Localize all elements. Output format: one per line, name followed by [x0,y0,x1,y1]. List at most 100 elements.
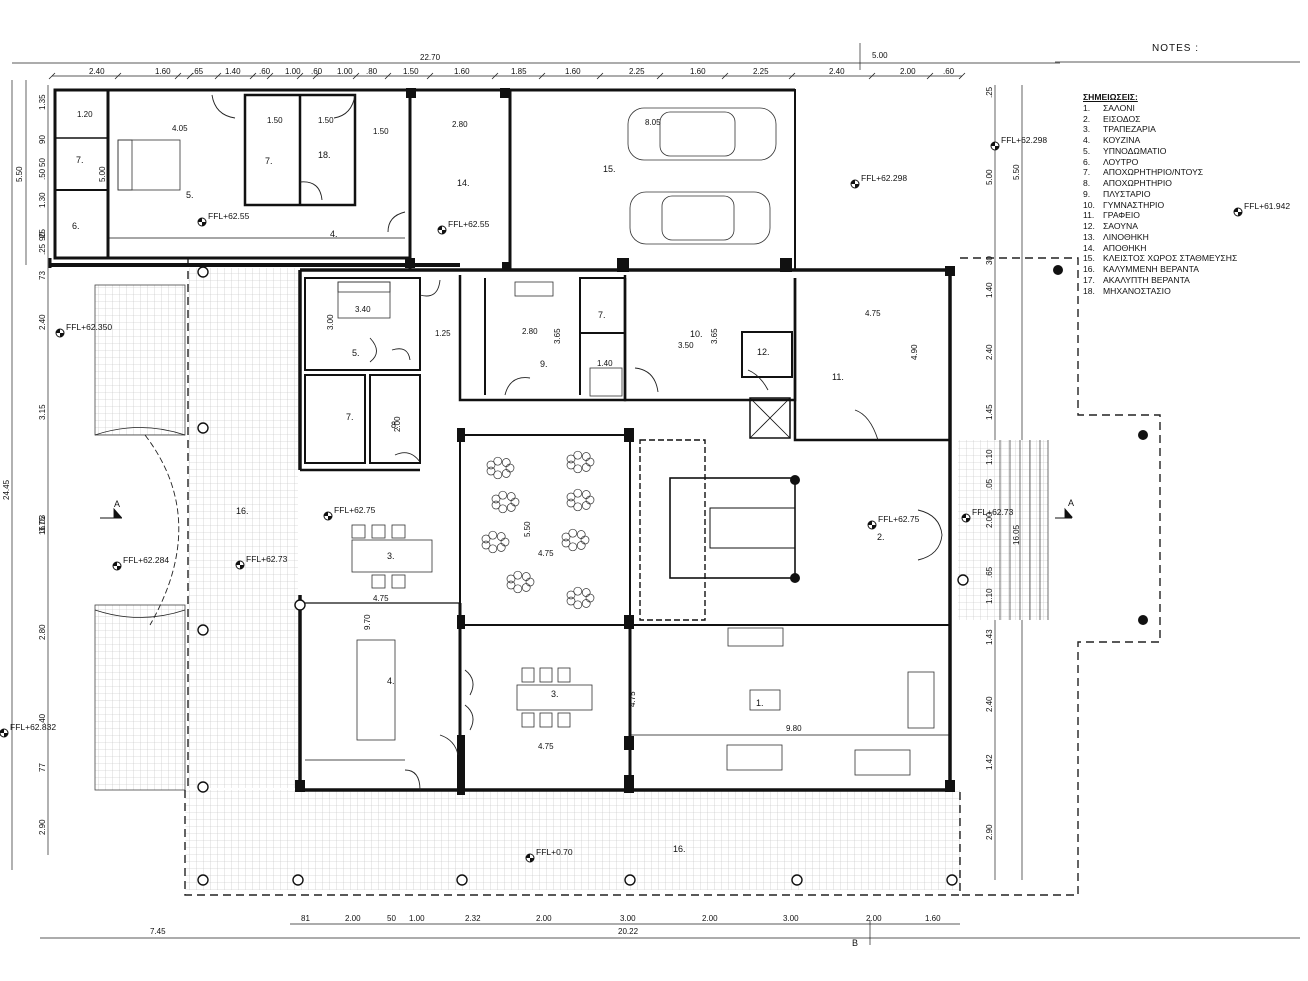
legend-item: 6.ΛΟΥΤΡΟ [1083,157,1237,168]
dim-tick [312,72,320,80]
legend-item-number: 17. [1083,274,1095,285]
bottom-right-total: 20.22 [618,927,639,936]
legend-item-number: 16. [1083,264,1095,274]
ffl-symbol-fill [56,329,64,337]
plant-shape [493,470,503,480]
plant-shape [561,538,571,548]
plant-shape [506,492,516,501]
legend-item: 15.ΚΛΕΙΣΤΟΣ ΧΩΡΟΣ ΣΤΑΘΜΕΥΣΗΣ [1083,253,1237,264]
top-segment-dim: 1.50 [403,67,419,76]
dim-tick [538,72,546,80]
dim-tick [384,72,392,80]
legend-item-text: ΣΑΛΟΝΙ [1103,102,1135,113]
legend-item-number: 4. [1083,135,1091,145]
plant-shape [506,503,516,512]
dim-tick [656,72,664,80]
room-number: 2. [877,532,885,542]
plant-shape [506,574,516,584]
right-inner-dim: 30 [985,256,994,265]
legend-item-text: ΜΗΧΑΝΟΣΤΑΣΙΟ [1103,285,1171,296]
left-inner-dim: .40 [38,713,47,725]
room-dim: 9.80 [786,724,802,733]
legend-item-number: 12. [1083,221,1095,231]
top-segment-dim: .60 [943,67,955,76]
plant-shape [521,583,531,592]
room-dim: 1.40 [597,359,613,368]
room-number: 11. [832,372,844,382]
dim-tick [352,72,360,80]
left-inner-dim: 2.80 [38,624,47,640]
bottom-segment-dim: 3.00 [620,914,636,923]
legend-item: 10.ΓΥΜΝΑΣΤΗΡΙΟ [1083,200,1237,211]
room-number: 4. [330,229,338,239]
ffl-symbol-fill [962,514,970,522]
room-dim: 3.65 [710,328,719,344]
left-inner-dims: 1.359050.501.302590.25732.403.1516.033.7… [38,94,47,835]
right-inner-dim: 1.40 [985,282,994,298]
ffl-symbol-fill [991,142,999,150]
plant-shape [486,466,496,476]
porch-column [294,599,306,611]
room-dim: 3.00 [326,314,335,330]
bottom-left-total: 7.45 [150,927,166,936]
plant-shape [481,534,491,544]
legend-item-number: 11. [1083,210,1095,221]
plant-shape [500,537,510,547]
left-inner-dim: 1.30 [38,192,47,208]
legend-item-text: ΚΑΛΥΜΜΕΝΗ ΒΕΡΑΝΤΑ [1103,264,1199,274]
plant-shape [513,584,523,594]
plant-shape [521,572,531,581]
top-segment-dim: 1.00 [285,67,301,76]
legend-item-number: 6. [1083,156,1091,167]
dim-tick [249,72,257,80]
room-dim: 9.70 [363,614,372,630]
plant-shape [566,492,576,502]
legend-item: 16. ΚΑΛΥΜΜΕΝΗ ΒΕΡΑΝΤΑ [1083,264,1237,275]
room-dim: 1.50 [267,116,283,125]
plant-shape [510,497,520,507]
ffl-label: FFL+62.55 [448,219,490,229]
left-inner-dim: 90 [38,232,47,241]
legend-item: 3.ΤΡΑΠΕΖΑΡΙΑ [1083,124,1237,135]
porch-arc-bottom [94,609,186,618]
plant-shape [488,544,498,554]
room-dim: 4.90 [910,344,919,360]
room-dim: 4.05 [172,124,188,133]
plant-shape [568,542,578,552]
room-number: 18. [318,150,331,160]
legend-item-text: ΓΡΑΦΕΙΟ [1103,210,1140,221]
room-number: 16. [673,844,686,854]
top-segment-dim: .60 [311,67,323,76]
left-inner-dim: .50 [38,168,47,180]
right-inner-dim: 1.10 [985,588,994,604]
dim-tick [868,72,876,80]
right-inner-dim: 2.40 [985,344,994,360]
dim-tick [926,72,934,80]
top-segment-dim: 2.25 [753,67,769,76]
plant-shape [566,454,576,464]
plant-shape [506,580,516,590]
ffl-label: FFL+62.73 [246,554,288,564]
legend-item: 2.ΕΙΣΟΔΟΣ [1083,114,1237,125]
left-inner-dim: 1.35 [38,94,47,110]
plant-shape [496,543,506,552]
plant-shape [501,458,511,467]
plant-shape [568,528,578,538]
door-swings [211,94,943,791]
section-a-right: A [1068,498,1074,508]
legend-item-number: 18. [1083,285,1095,296]
porch-column [197,422,209,434]
left-inner-dim: .25 [38,243,47,255]
legend-item-number: 2. [1083,113,1091,124]
bottom-dimension-lines [40,920,1300,945]
plant-shape [585,593,595,603]
ffl-symbol-fill [0,729,8,737]
top-right-dim: 5.00 [872,51,888,60]
plant-shape [566,498,576,508]
dim-tick [48,72,56,80]
porch-columns [197,266,969,886]
legend-item-text: ΥΠΝΟΔΩΜΑΤΙΟ [1103,145,1167,156]
